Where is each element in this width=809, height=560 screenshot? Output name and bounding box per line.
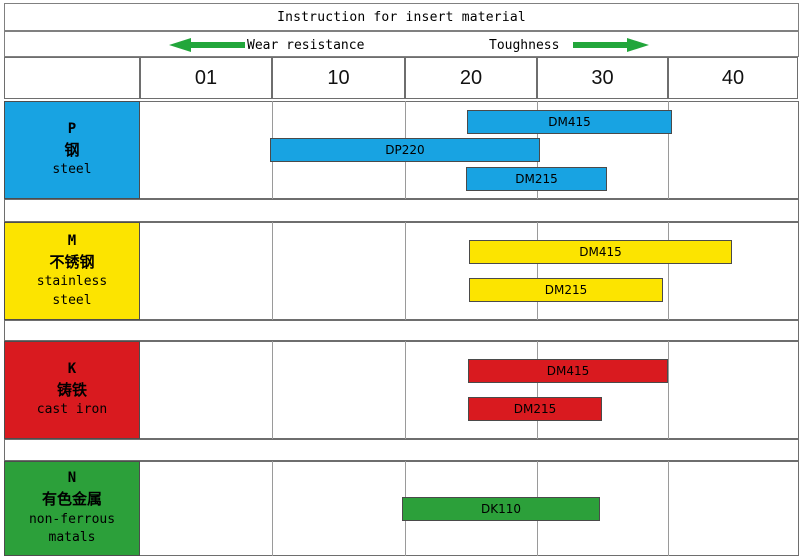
grid-line: [272, 341, 273, 439]
grade-bar-dm215[interactable]: DM215: [466, 167, 607, 191]
material-name-en: steel: [52, 162, 92, 178]
column-header-40[interactable]: 40: [668, 57, 798, 99]
arrow-right-icon: [573, 38, 649, 52]
grid-line: [668, 101, 669, 199]
material-code: P: [67, 121, 77, 138]
material-name-en: cast iron: [36, 402, 108, 418]
material-name-cjk: 不锈钢: [49, 252, 95, 271]
material-name-cjk: 钢: [64, 141, 80, 160]
material-label-stainless-steel[interactable]: M 不锈钢 stainless steel: [4, 222, 140, 320]
grid-line: [405, 341, 406, 439]
column-header-01[interactable]: 01: [140, 57, 272, 99]
grade-bar-dm415[interactable]: DM415: [469, 240, 732, 264]
grade-bar-dm215[interactable]: DM215: [468, 397, 602, 421]
material-code: N: [67, 470, 77, 487]
grid-line: [668, 222, 669, 320]
grid-line: [537, 222, 538, 320]
grid-line: [537, 341, 538, 439]
column-header-20[interactable]: 20: [405, 57, 537, 99]
grade-bar-dp220[interactable]: DP220: [270, 138, 540, 162]
band-spacer: [4, 439, 799, 461]
material-code: K: [67, 361, 77, 378]
material-name-en-2: steel: [52, 292, 92, 308]
grid-line: [272, 461, 273, 556]
grade-bar-dm415[interactable]: DM415: [468, 359, 668, 383]
material-name-cjk: 铸铁: [56, 381, 87, 400]
grid-line: [405, 222, 406, 320]
band-spacer: [4, 320, 799, 341]
grade-bar-dk110[interactable]: DK110: [402, 497, 600, 521]
axis-annotation-row: Wear resistance Toughness: [4, 31, 799, 57]
material-name-en: stainless: [36, 274, 108, 290]
material-label-cast-iron[interactable]: K 铸铁 cast iron: [4, 341, 140, 439]
page-title: Instruction for insert material: [4, 3, 799, 31]
grid-line: [668, 461, 669, 556]
band-spacer: [4, 199, 799, 222]
grid-line: [272, 222, 273, 320]
arrow-left-icon: [169, 38, 245, 52]
material-name-cjk: 有色金属: [41, 490, 102, 509]
material-band-non-ferrous-metals: N 有色金属 non-ferrous matals DK110: [4, 461, 799, 556]
wear-resistance-label: Wear resistance: [247, 37, 365, 53]
column-header-30[interactable]: 30: [537, 57, 668, 99]
material-label-non-ferrous-metals[interactable]: N 有色金属 non-ferrous matals: [4, 461, 140, 556]
material-code: M: [67, 232, 77, 249]
column-header-corner: [4, 57, 140, 99]
column-header-10[interactable]: 10: [272, 57, 405, 99]
grade-bar-dm215[interactable]: DM215: [469, 278, 663, 302]
material-name-en-2: matals: [48, 530, 96, 546]
grade-bar-dm415[interactable]: DM415: [467, 110, 672, 134]
toughness-label: Toughness: [489, 37, 560, 53]
material-name-en: non-ferrous: [28, 511, 116, 527]
grid-line: [668, 341, 669, 439]
